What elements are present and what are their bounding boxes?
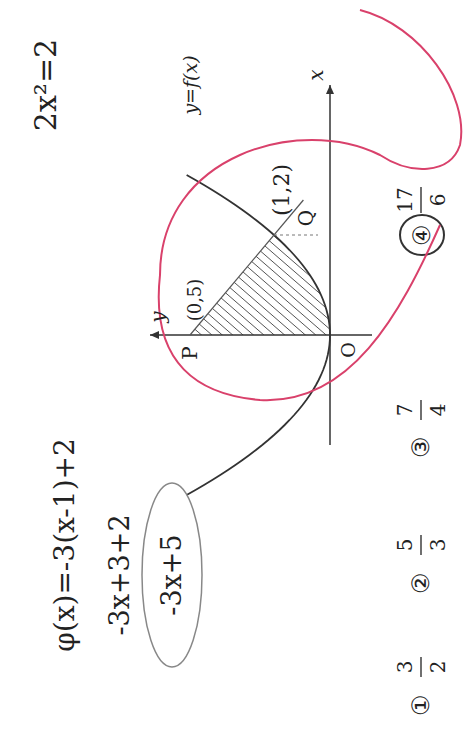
fraction-denominator: 3 xyxy=(427,539,449,552)
fraction-bar xyxy=(420,535,421,555)
hatch-line xyxy=(190,118,340,248)
origin-label: O xyxy=(338,342,359,358)
hatch-line xyxy=(190,172,340,302)
hand-note: -3x+5 xyxy=(157,534,187,615)
hand-note: -3x+3+2 xyxy=(105,514,135,635)
hand-note: 2x²=2 xyxy=(29,39,62,131)
answer-circle xyxy=(400,215,444,255)
hatch-line xyxy=(190,190,340,320)
hatch-line xyxy=(190,352,340,482)
fraction-numerator: 3 xyxy=(394,661,416,674)
fraction-bar xyxy=(420,657,421,677)
hatch-line xyxy=(190,109,340,239)
hatch-line xyxy=(190,91,340,221)
hatch-line xyxy=(190,397,340,527)
fraction-bar xyxy=(420,187,421,213)
red-loop xyxy=(159,10,462,400)
hand-note: φ(x)=-3(x-1)+2 xyxy=(50,438,81,652)
hatch-line xyxy=(190,100,340,230)
fraction-bar xyxy=(420,400,421,420)
fraction-numerator: 7 xyxy=(394,404,416,417)
hand-ellipse xyxy=(142,483,202,667)
guide-line xyxy=(274,235,318,236)
axis-label: x xyxy=(305,69,327,80)
hatch-line xyxy=(190,406,340,536)
y-arrow xyxy=(150,331,159,339)
point-label: Q xyxy=(295,210,317,226)
choice-number: ③ xyxy=(408,436,434,458)
choice-number: ① xyxy=(408,694,434,716)
hatch-line xyxy=(190,343,340,473)
curve-label: y=f(x) xyxy=(180,55,201,114)
hatch-line xyxy=(190,199,340,329)
hatch-line xyxy=(190,334,340,464)
parabola xyxy=(187,175,330,495)
x-arrow xyxy=(326,85,334,94)
hatch-line xyxy=(190,145,340,275)
fraction-numerator: 5 xyxy=(394,539,416,552)
fraction-denominator: 4 xyxy=(427,404,449,417)
fraction-numerator: 17 xyxy=(394,187,416,212)
hand-note: (0,5) xyxy=(185,279,205,322)
choice-number: ④ xyxy=(409,224,435,246)
choice-number: ② xyxy=(408,572,434,594)
hand-note: (1,2) xyxy=(270,164,294,216)
hatch-line xyxy=(190,73,340,203)
point-label: P xyxy=(179,346,201,359)
hatch-line xyxy=(190,154,340,284)
hatch-line xyxy=(190,379,340,509)
fraction-denominator: 6 xyxy=(427,194,449,207)
hatch-line xyxy=(190,217,340,347)
tangent-line xyxy=(190,200,303,335)
fraction-denominator: 2 xyxy=(427,661,449,674)
y-axis xyxy=(150,334,372,336)
x-axis xyxy=(329,85,331,445)
axis-label: y xyxy=(147,311,169,322)
hatch-line xyxy=(190,388,340,518)
hatch-line xyxy=(190,64,340,194)
